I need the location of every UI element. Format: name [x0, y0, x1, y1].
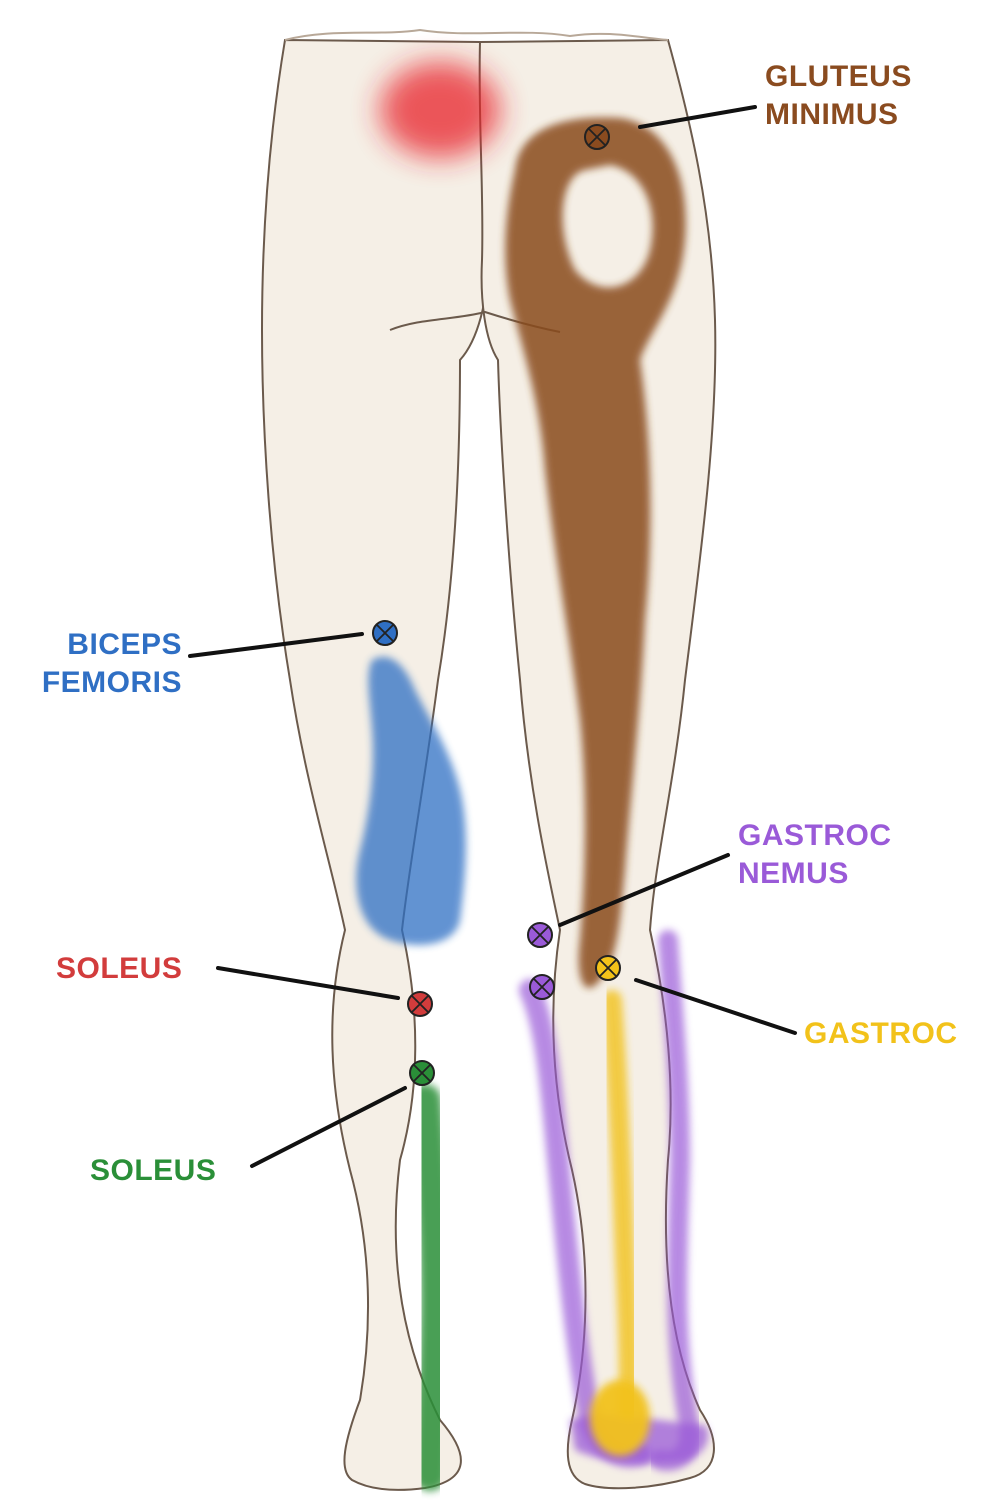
leader-line-gluteus-minimus [638, 105, 757, 129]
pain-zones [356, 62, 709, 1491]
label-gluteus-minimus-line1: GLUTEUS [765, 60, 912, 93]
trigger-point-soleus-lower [409, 1060, 435, 1086]
label-soleus-lower: SOLEUS [90, 1152, 216, 1190]
biceps-femoris-zone [356, 656, 466, 945]
label-gastrocnemius: GASTROC NEMUS [738, 817, 892, 893]
hip-pain-zone [380, 62, 500, 158]
label-soleus-lower-text: SOLEUS [90, 1154, 217, 1187]
label-gastroc: GASTROC [804, 1015, 958, 1053]
label-gastroc-text: GASTROC [804, 1017, 958, 1050]
trigger-points [372, 124, 621, 1086]
trigger-point-gastrocnemius-lower [529, 974, 555, 1000]
gluteus-minimus-zone [505, 117, 686, 988]
trigger-point-soleus-upper [407, 991, 433, 1017]
trigger-point-gastrocnemius-upper [527, 922, 553, 948]
label-gluteus-minimus: GLUTEUS MINIMUS [765, 58, 912, 134]
gastroc-zone [602, 990, 639, 1420]
leader-lines [188, 105, 797, 1168]
label-gluteus-minimus-line2: MINIMUS [765, 98, 899, 131]
label-gastrocnemius-line2: NEMUS [738, 857, 849, 890]
leader-line-gastrocnemius [558, 853, 730, 927]
waist-edge [284, 28, 669, 41]
legs-outline [260, 28, 717, 1491]
leader-line-soleus-upper [216, 966, 400, 1000]
label-biceps-femoris-line2: FEMORIS [41, 666, 182, 699]
leader-line-biceps-femoris [188, 632, 364, 658]
leader-line-soleus-lower [250, 1086, 407, 1168]
label-biceps-femoris-line1: BICEPS [67, 628, 182, 661]
gastroc-heel-zone [590, 1380, 650, 1456]
trigger-point-biceps-femoris [372, 620, 398, 646]
soleus-zone [409, 1084, 453, 1491]
label-gastrocnemius-line1: GASTROC [738, 819, 892, 852]
trigger-point-gastroc [595, 955, 621, 981]
trigger-point-gluteus-minimus [584, 124, 610, 150]
label-soleus-upper-text: SOLEUS [56, 952, 183, 985]
label-soleus-upper: SOLEUS [56, 950, 182, 988]
label-biceps-femoris: BICEPS FEMORIS [10, 626, 182, 702]
leader-line-gastroc [634, 978, 797, 1035]
